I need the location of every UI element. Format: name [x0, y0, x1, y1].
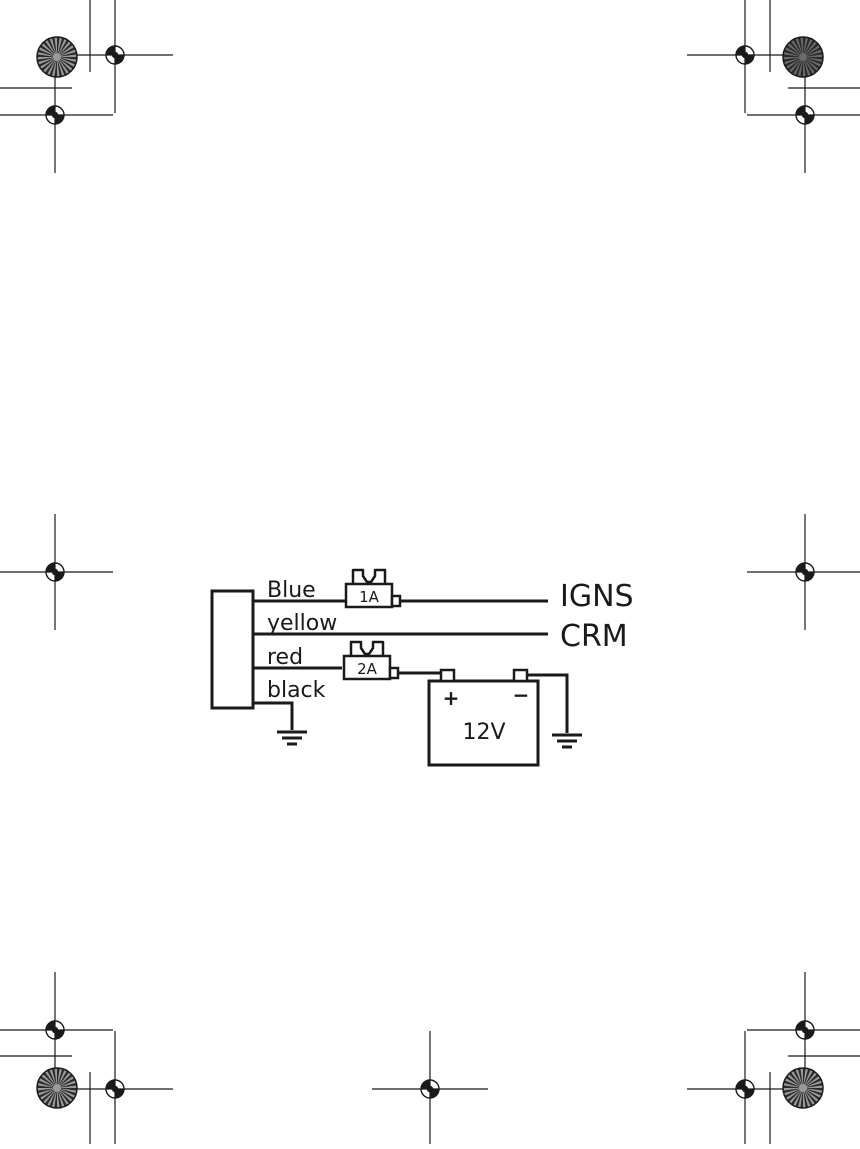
- terminal-label-crm: CRM: [560, 619, 628, 654]
- terminal-label-igns: IGNS: [560, 579, 634, 614]
- registration-mark: [747, 514, 860, 630]
- fuse-label-1a: 1A: [359, 588, 380, 606]
- battery-ground-wire: [527, 675, 567, 733]
- battery-positive-terminal: [441, 670, 454, 681]
- battery: + − 12V: [429, 670, 538, 765]
- starburst-icon: [783, 1068, 823, 1108]
- starburst-icon: [37, 1068, 77, 1108]
- ground-symbol-icon: [277, 732, 307, 744]
- connector-block: [212, 591, 253, 708]
- ground-symbol-icon: [552, 735, 582, 747]
- battery-voltage-label: 12V: [462, 720, 505, 745]
- wiring-diagram: Blue yellow red black 1A 2A: [212, 570, 634, 765]
- fuse-label-2a: 2A: [357, 660, 378, 678]
- battery-positive-sign: +: [443, 686, 460, 710]
- wire-label-black: black: [267, 678, 326, 703]
- battery-negative-terminal: [514, 670, 527, 681]
- battery-negative-sign: −: [513, 683, 530, 707]
- starburst-icon: [783, 37, 823, 77]
- black-wire: [253, 703, 292, 730]
- fuse-2a: 2A: [344, 642, 398, 679]
- wire-label-yellow: yellow: [267, 611, 337, 636]
- starburst-icon: [37, 37, 77, 77]
- wire-label-red: red: [267, 645, 303, 670]
- wire-label-blue: Blue: [267, 578, 316, 603]
- registration-mark: [0, 514, 113, 630]
- fuse-1a: 1A: [346, 570, 400, 607]
- registration-mark: [372, 1031, 488, 1144]
